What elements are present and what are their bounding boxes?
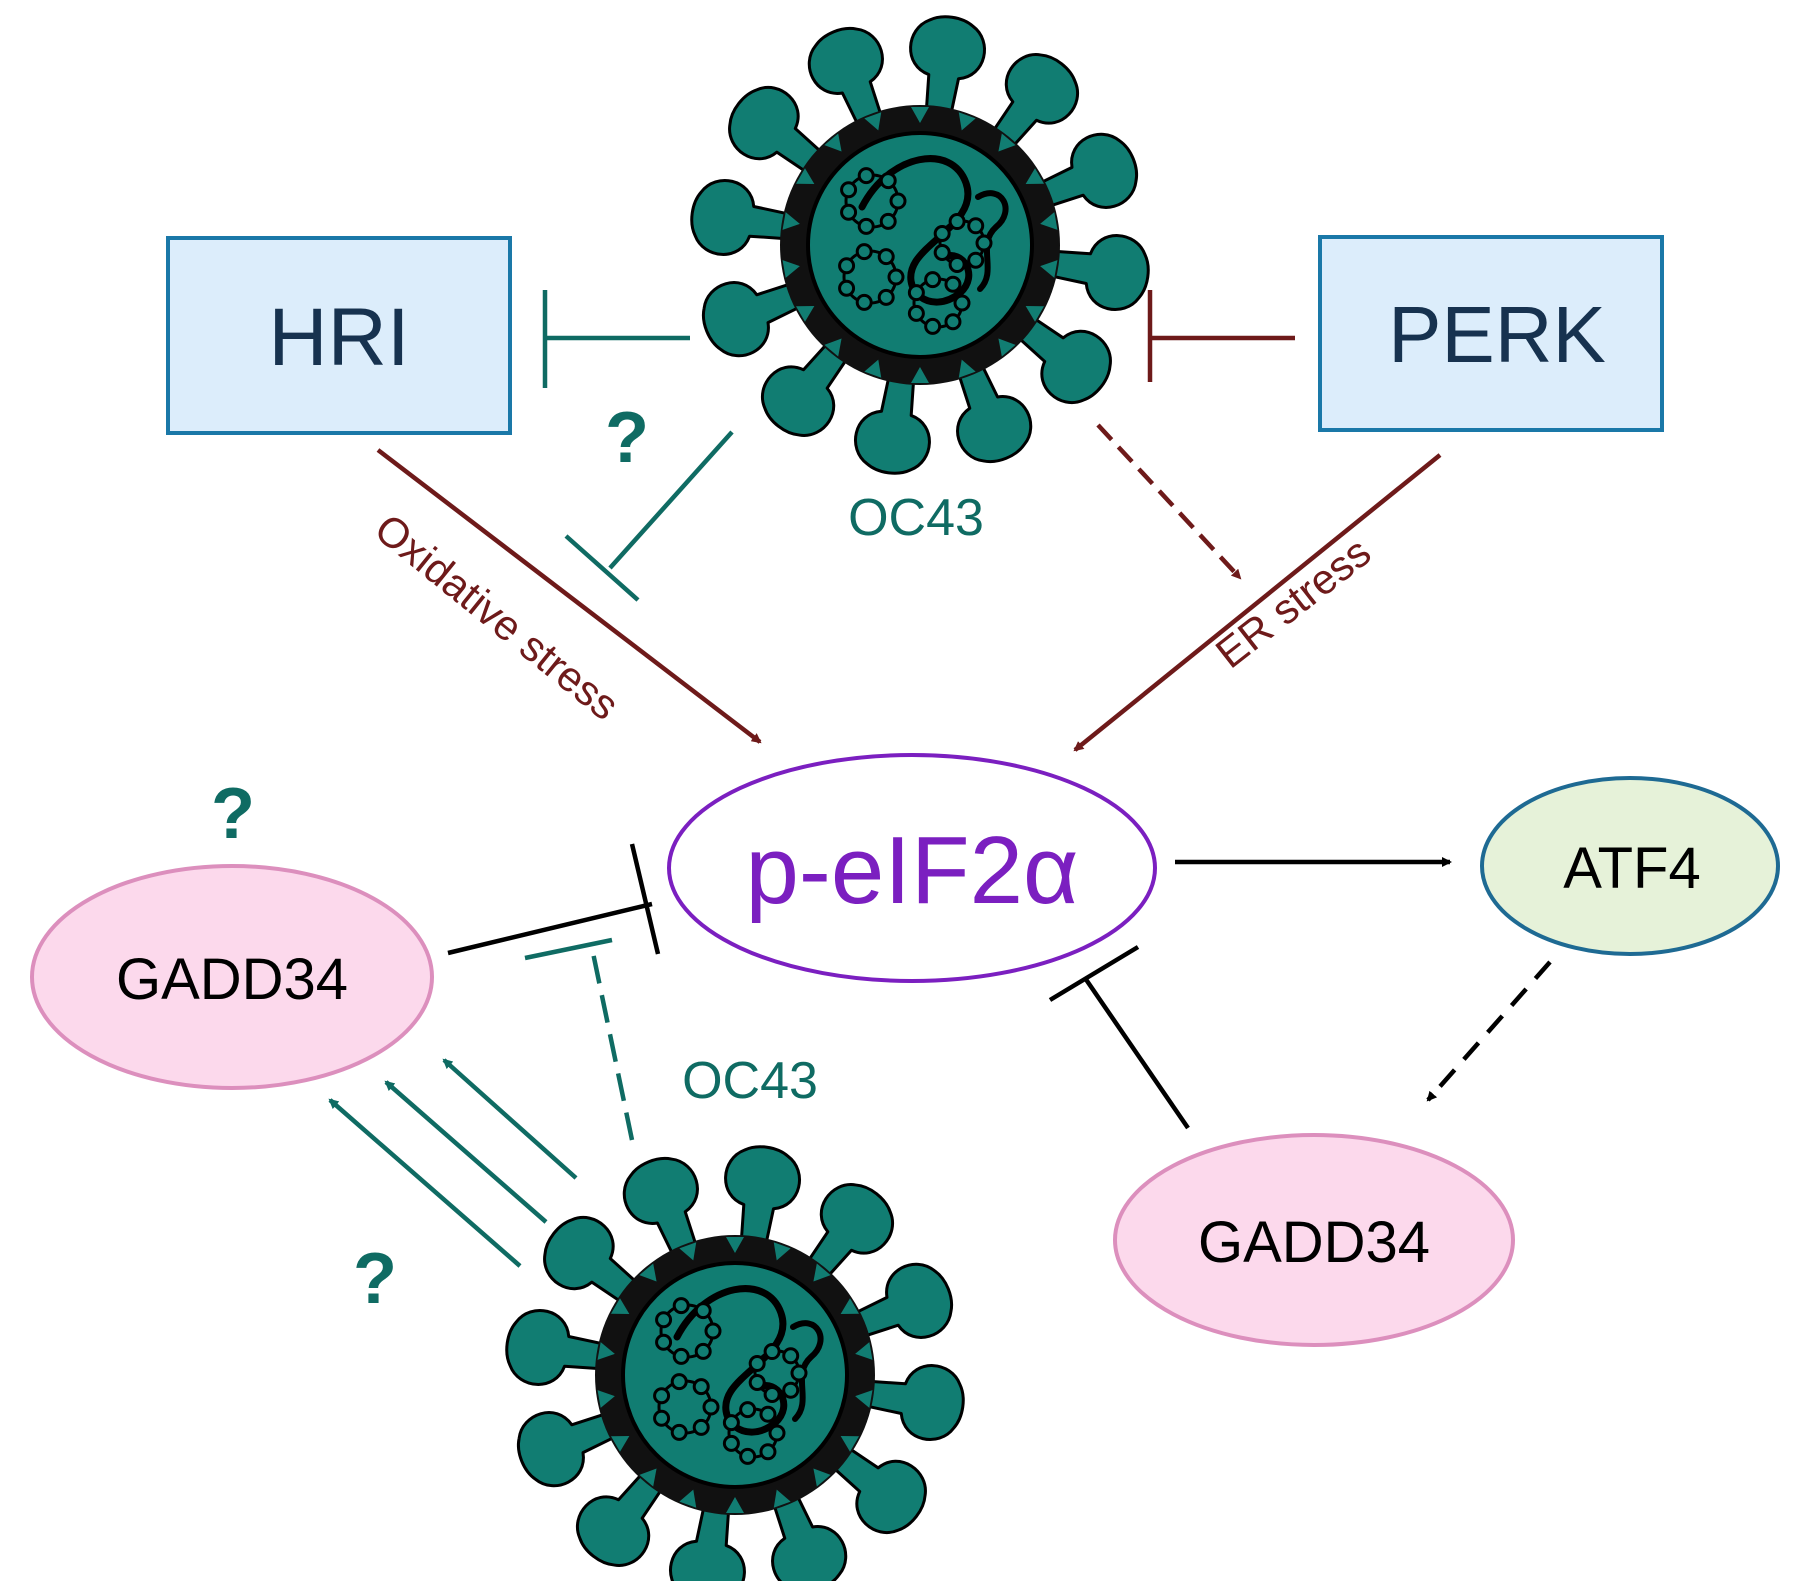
virus-to-gadd34-arrow-1 bbox=[442, 1058, 578, 1180]
gadd34-right-label: GADD34 bbox=[1198, 1210, 1430, 1275]
gadd34-right-ellipse bbox=[1113, 1133, 1515, 1347]
virus-induces-er-stress-arrow bbox=[1096, 423, 1242, 580]
unknown-mark-3: ? bbox=[353, 1239, 397, 1319]
hri-node: HRI bbox=[166, 236, 512, 435]
virus-to-gadd34-arrow-3 bbox=[328, 1098, 522, 1268]
hri-to-peif2a-arrow bbox=[376, 448, 762, 744]
perk-node: PERK bbox=[1318, 235, 1664, 432]
virus-inhibits-perk bbox=[1147, 290, 1295, 382]
unknown-mark-2: ? bbox=[211, 774, 255, 854]
atf4-node: ATF4 bbox=[1480, 776, 1780, 956]
virus-inhibits-oxidative-stress bbox=[564, 430, 734, 602]
unknown-mark-1: ? bbox=[605, 398, 649, 478]
oc43-virus-top-icon bbox=[690, 15, 1150, 475]
peif2a-label: p-eIF2α bbox=[746, 817, 1079, 924]
atf4-label: ATF4 bbox=[1563, 836, 1701, 901]
hri-label: HRI bbox=[268, 292, 409, 383]
virus-label-top: OC43 bbox=[848, 489, 984, 547]
gadd34-right-node: GADD34 bbox=[1113, 1133, 1515, 1347]
virus-inhibits-gadd34-inhibition bbox=[524, 937, 635, 1141]
perk-label: PERK bbox=[1388, 290, 1606, 379]
perk-to-peif2a-arrow bbox=[1073, 453, 1442, 752]
virus-induces-gadd34-arrows bbox=[328, 1058, 578, 1268]
atf4-ellipse bbox=[1480, 776, 1780, 956]
virus-inhibits-hri bbox=[542, 290, 690, 388]
virus-to-gadd34-arrow-2 bbox=[384, 1080, 548, 1224]
peif2a-ellipse bbox=[667, 753, 1157, 983]
gadd34-left-node: GADD34 bbox=[30, 864, 434, 1090]
er-stress-label: ER stress bbox=[1207, 528, 1379, 677]
gadd34-left-ellipse bbox=[30, 864, 434, 1090]
gadd34-left-inhibits-peif2a bbox=[447, 843, 661, 956]
peif2a-node: p-eIF2α bbox=[667, 753, 1157, 983]
gadd34-right-inhibits-peif2a bbox=[1048, 945, 1190, 1130]
oc43-virus-bottom-icon bbox=[505, 1145, 965, 1581]
perk-box bbox=[1318, 235, 1664, 432]
atf4-to-gadd34-arrow bbox=[1426, 960, 1552, 1102]
gadd34-left-label: GADD34 bbox=[116, 947, 348, 1012]
virus-label-bottom: OC43 bbox=[682, 1052, 818, 1110]
oxidative-stress-label: Oxidative stress bbox=[366, 504, 628, 729]
hri-box bbox=[166, 236, 512, 435]
